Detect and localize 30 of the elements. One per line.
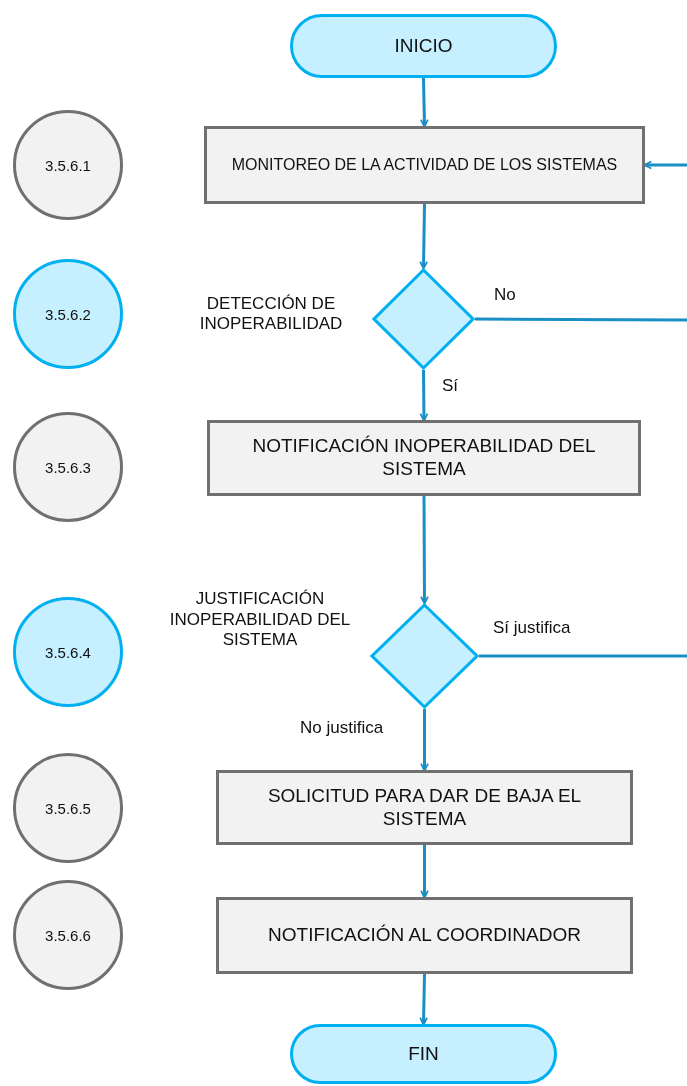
node-text: FIN xyxy=(408,1043,439,1065)
node-text: 3.5.6.4 xyxy=(45,643,91,661)
node-text: 3.5.6.1 xyxy=(45,156,91,174)
process-box xyxy=(207,420,641,496)
connector-arrow xyxy=(420,496,429,605)
node-text: 3.5.6.2 xyxy=(45,305,91,323)
edge-label: No justifica xyxy=(298,718,386,738)
node-text: NOTIFICACIÓN AL COORDINADOR xyxy=(268,924,581,947)
decision-label: DETECCIÓN DE INOPERABILIDAD xyxy=(198,292,344,335)
process-box xyxy=(204,126,645,204)
edge-label: Sí justifica xyxy=(491,618,573,638)
terminal-box xyxy=(290,1024,557,1084)
connector-arrow xyxy=(419,973,428,1026)
node-text: 3.5.6.5 xyxy=(45,799,91,817)
node-text: SOLICITUD PARA DAR DE BAJA EL SISTEMA xyxy=(266,784,583,831)
terminal-box xyxy=(290,14,557,78)
node-text: 3.5.6.3 xyxy=(45,458,91,476)
connector-arrow xyxy=(419,370,429,422)
node-text: INICIO xyxy=(394,35,453,57)
decision-label: JUSTIFICACIÓN INOPERABILIDAD DEL SISTEMA xyxy=(168,588,352,652)
connector-arrow xyxy=(420,77,429,128)
connector-arrow xyxy=(419,203,428,270)
node-text: MONITOREO DE LA ACTIVIDAD DE LOS SISTEMAS xyxy=(231,155,618,175)
process-box xyxy=(216,897,633,974)
node-text: NOTIFICACIÓN INOPERABILIDAD DEL SISTEMA xyxy=(251,435,597,481)
connector-arrow xyxy=(420,845,429,899)
connector-arrow xyxy=(420,709,429,772)
node-text: 3.5.6.6 xyxy=(45,926,91,944)
process-box xyxy=(216,770,633,845)
connector-arrow xyxy=(643,160,687,170)
